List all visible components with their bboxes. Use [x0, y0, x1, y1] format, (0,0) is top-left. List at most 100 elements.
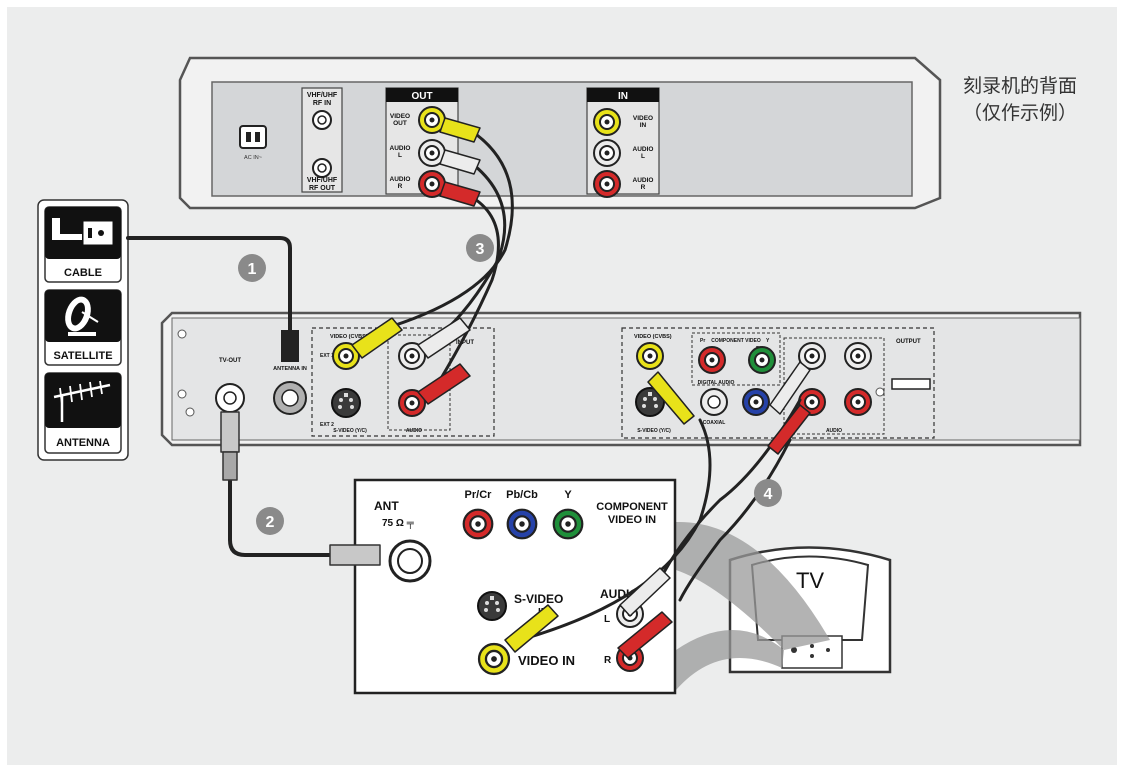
- pr-label: Pr: [700, 338, 705, 344]
- player-tv-out-jack: [215, 383, 245, 413]
- tv-antenna-jack: [388, 539, 432, 583]
- recorder-caption-line1: 刻录机的背面: [963, 75, 1077, 97]
- out-audio-l-label-2: L: [398, 152, 402, 159]
- cable-audio-r-recorder-to-player: [438, 194, 500, 382]
- tv-component-label-2: VIDEO IN: [608, 514, 656, 526]
- recorder-in-label: IN: [618, 91, 628, 102]
- player-audio-l-out-jack-2: [844, 342, 872, 370]
- rf-out-jack: [312, 158, 332, 178]
- tv-ant-label: ANT: [374, 499, 399, 513]
- player-audio-r-out-jack-2: [844, 388, 872, 416]
- tv-svideo-jack: [477, 591, 507, 621]
- cable-video-player-to-tv: [518, 418, 712, 642]
- satellite-label: SATELLITE: [53, 350, 112, 362]
- ext2-label: EXT 2: [320, 422, 334, 428]
- tv-svideo-label-1: S-VIDEO: [514, 592, 563, 606]
- tv-zoom-funnel: [676, 521, 830, 650]
- step-badge-3: 3: [466, 234, 494, 262]
- output-video-label: VIDEO (CVBS): [634, 334, 672, 340]
- tv-pb-jack: [506, 508, 538, 540]
- out-video-label-1: VIDEO: [390, 113, 410, 120]
- tv-r-label: R: [604, 655, 612, 666]
- recorder-video-in-jack: [593, 108, 621, 136]
- input-audio-label: AUDIO: [406, 428, 422, 434]
- rf-out-label-2: RF OUT: [309, 185, 336, 192]
- recorder-out-label: OUT: [411, 91, 432, 102]
- out-audio-l-label-1: AUDIO: [390, 145, 411, 152]
- ac-power-inlet: AC IN~: [239, 125, 267, 161]
- dvd-player-back-panel: TV-OUT ANTENNA IN VIDEO (CVBS) INPUT EXT…: [160, 311, 1082, 447]
- step-badge-1: 1: [238, 254, 266, 282]
- rf-out-label-1: VHF/UHF: [307, 177, 338, 184]
- tv-input-panel: ANT 75 Ω ╤ Pr/Cr Pb/Cb Y COMPONENT VIDEO…: [353, 478, 677, 695]
- in-audio-l-label-1: AUDIO: [633, 146, 654, 153]
- y-label: Y: [766, 338, 770, 344]
- cable-rf-to-tv: [228, 438, 332, 557]
- satellite-dish-icon: [65, 296, 99, 336]
- tv-ohm-label: 75 Ω ╤: [382, 518, 415, 529]
- out-video-label-2: OUT: [393, 120, 407, 127]
- cable-audio-r-player-to-tv: [678, 438, 792, 602]
- out-audio-r-label-1: AUDIO: [390, 176, 411, 183]
- player-pr-out-jack: [698, 346, 726, 374]
- recorder-audio-r-in-jack: [593, 170, 621, 198]
- recorder-caption-line2: （仅作示例）: [963, 102, 1077, 124]
- digital-audio-label: DIGITAL AUDIO: [698, 380, 735, 386]
- ac-label: AC IN~: [244, 155, 262, 161]
- tv-out-label: TV-OUT: [219, 358, 241, 364]
- in-audio-l-label-2: L: [641, 153, 645, 160]
- output-svideo-label: S-VIDEO (Y/C): [637, 428, 671, 434]
- tv-component-label-1: COMPONENT: [596, 501, 668, 513]
- input-label: INPUT: [456, 340, 474, 346]
- player-svideo-in-jack: [331, 388, 361, 418]
- tv-video-in-label: VIDEO IN: [518, 653, 575, 668]
- rf-in-label-1: VHF/UHF: [307, 92, 338, 99]
- player-y-out-jack: [748, 346, 776, 374]
- player-coaxial-jack: [700, 388, 728, 416]
- cables: [126, 117, 811, 659]
- component-video-label: COMPONENT VIDEO: [711, 338, 761, 344]
- ant-in-label: ANTENNA IN: [273, 366, 307, 372]
- tv-y-label: Y: [564, 489, 572, 501]
- step-3-number: 3: [476, 241, 485, 258]
- in-audio-r-label-1: AUDIO: [633, 177, 654, 184]
- rf-in-jack: [312, 110, 332, 130]
- input-video-label: VIDEO (CVBS): [330, 334, 368, 340]
- in-video-label-2: IN: [640, 122, 647, 129]
- cable-wall-icon: [52, 218, 113, 245]
- cable-label: CABLE: [64, 267, 102, 279]
- player-pb-out-jack: [742, 388, 770, 416]
- step-badge-4: 4: [754, 479, 782, 507]
- tv-pr-cr-label: Pr/Cr: [465, 489, 493, 501]
- recorder-audio-l-in-jack: [593, 139, 621, 167]
- output-label: OUTPUT: [896, 339, 921, 345]
- tv-zoom-funnel-lower: [676, 630, 784, 690]
- recorder-back-panel: AC IN~ VHF/UHF RF IN VHF/UHF RF OUT OUT …: [178, 56, 942, 210]
- antenna-label: ANTENNA: [56, 437, 110, 449]
- in-video-label-1: VIDEO: [633, 115, 653, 122]
- tv-video-in-jack: [477, 642, 511, 676]
- cable-video-recorder-to-player: [378, 128, 514, 332]
- ext1-label: EXT 1: [320, 353, 334, 359]
- input-svideo-label: S-VIDEO (Y/C): [333, 428, 367, 434]
- step-badge-2: 2: [256, 507, 284, 535]
- step-2-number: 2: [266, 514, 275, 531]
- cable-antenna-in: [126, 236, 292, 354]
- coaxial-label: COAXIAL: [703, 420, 726, 426]
- tv-label: TV: [796, 568, 824, 593]
- out-audio-r-label-2: R: [398, 183, 403, 190]
- tv-y-jack: [552, 508, 584, 540]
- antenna-icon: [53, 380, 111, 422]
- player-antenna-in-jack: [273, 381, 307, 415]
- output-audio-label: AUDIO: [826, 428, 842, 434]
- tv-l-label: L: [604, 614, 610, 625]
- tv-pb-cb-label: Pb/Cb: [506, 489, 538, 501]
- signal-source-panel: CABLE SATELLITE ANTENNA: [37, 199, 129, 461]
- rf-in-label-2: RF IN: [313, 100, 331, 107]
- in-audio-r-label-2: R: [641, 184, 646, 191]
- tv-pr-jack: [462, 508, 494, 540]
- player-video-out-jack: [636, 342, 664, 370]
- step-4-number: 4: [764, 486, 773, 503]
- step-1-number: 1: [248, 261, 257, 278]
